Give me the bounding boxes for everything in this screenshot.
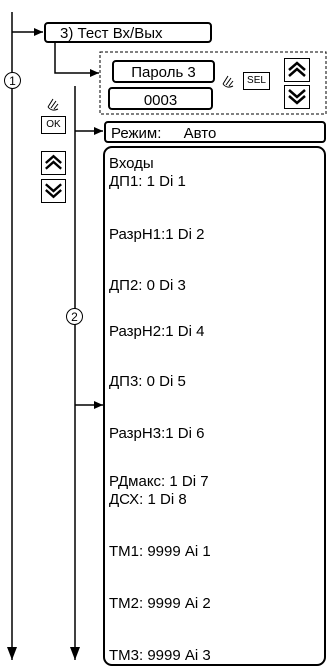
list-item: РазрН1:1 Di 2 [109,226,205,243]
list-item: ТМ1: 9999 Ai 1 [109,543,211,560]
password-up-button[interactable] [284,58,310,82]
password-value: 0003 [143,92,178,109]
ok-button[interactable]: OK [41,116,66,134]
list-item: ТМ2: 9999 Ai 2 [109,595,211,612]
list-item: РазрН3:1 Di 6 [109,425,205,442]
password-label: Пароль 3 [131,64,196,81]
list-item: ДП3: 0 Di 5 [109,373,186,390]
list-item: ДСХ: 1 Di 8 [109,491,187,508]
password-group-frame [99,51,327,115]
ok-label: OK [46,119,61,130]
inputs-header: Входы [109,155,154,172]
pointing-hand-icon [221,72,239,90]
step-2-marker: 2 [66,308,83,325]
menu-title: 3) Тест Вх/Вых [60,25,163,42]
menu-title-box: 3) Тест Вх/Вых [44,22,212,43]
inputs-list-box: Входы ДП1: 1 Di 1 РазрН1:1 Di 2 ДП2: 0 Di … [103,146,326,666]
pointing-hand-icon [46,95,64,113]
double-chevron-up-icon [45,154,62,170]
double-chevron-down-icon [45,183,62,199]
list-item: РДмакс: 1 Di 7 [109,473,209,490]
list-item: ДП1: 1 Di 1 [109,173,186,190]
step-1-marker: 1 [4,72,21,89]
inputs-list: ДП1: 1 Di 1 РазрН1:1 Di 2 ДП2: 0 Di 3 РазрН… [109,173,319,663]
mode-box: Режим: Авто [104,121,326,143]
password-down-button[interactable] [284,85,310,109]
mode-value: Авто [183,125,217,142]
mode-label: Режим: [111,125,162,142]
sel-button[interactable]: SEL [243,72,270,90]
password-value-box: 0003 [108,87,213,110]
list-down-button[interactable] [41,179,66,203]
double-chevron-up-icon [288,61,306,77]
list-item: РазрН2:1 Di 4 [109,323,205,340]
list-up-button[interactable] [41,151,66,175]
list-item: ТМ3: 9999 Ai 3 [109,647,211,664]
password-arrow [54,40,99,77]
double-chevron-down-icon [288,89,306,105]
list-item: ДП2: 0 Di 3 [109,277,186,294]
sel-label: SEL [247,75,266,86]
password-label-box: Пароль 3 [112,60,215,83]
